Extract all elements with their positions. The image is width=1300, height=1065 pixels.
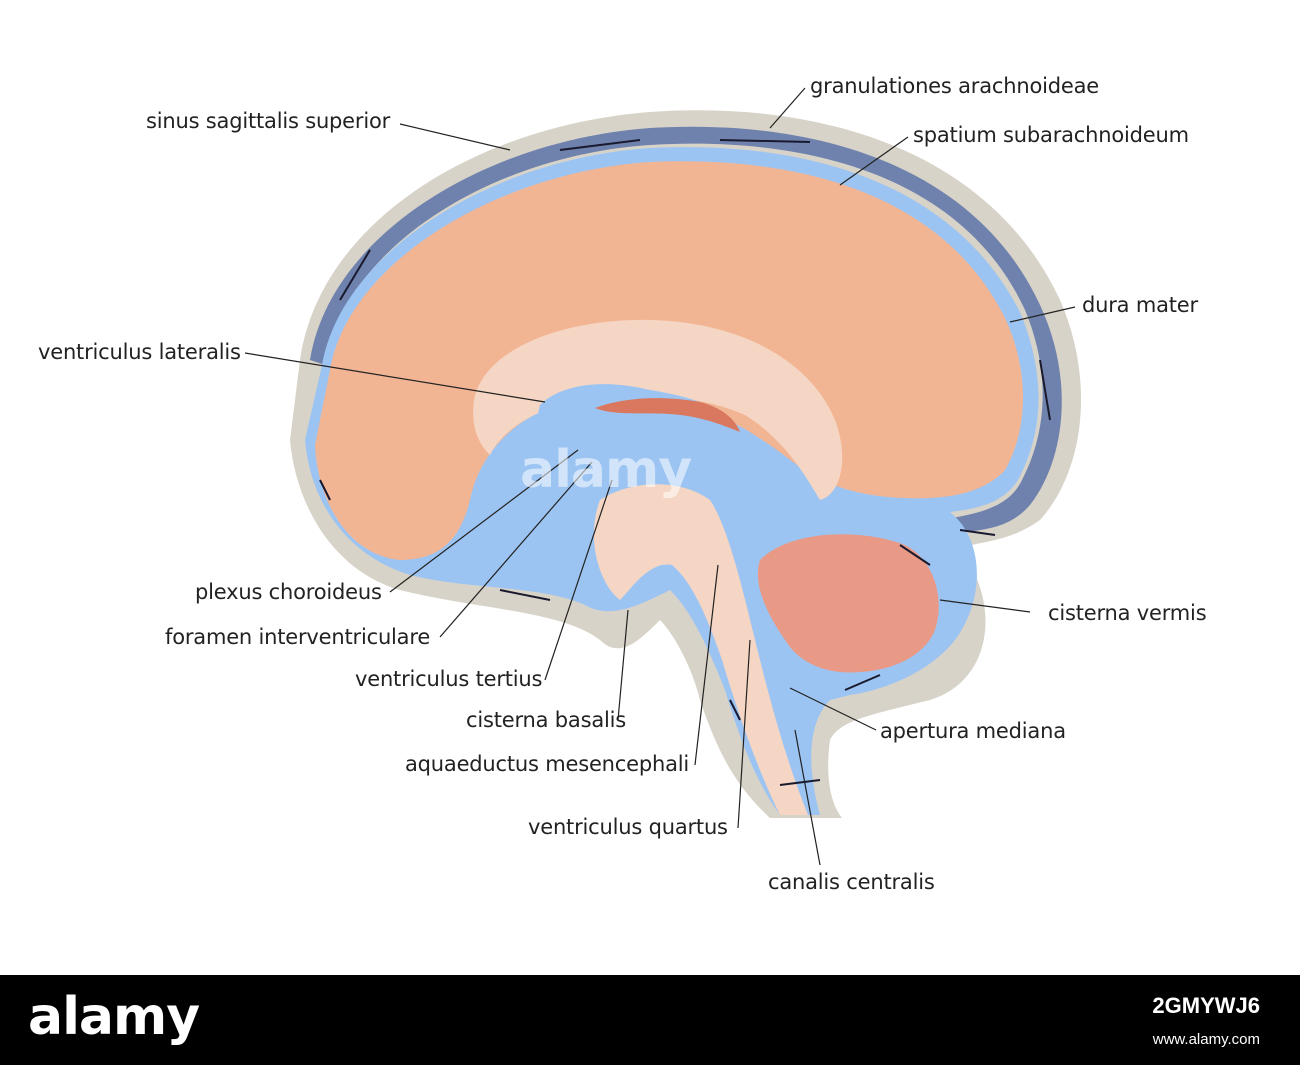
label-aquaeductus-mesencephali: aquaeductus mesencephali (405, 752, 690, 776)
brain-illustration (244, 87, 1082, 866)
choroid-plexus (595, 398, 740, 432)
label-spatium-subarachnoideum: spatium subarachnoideum (913, 123, 1189, 147)
cerebellum (757, 534, 939, 673)
label-apertura-mediana: apertura mediana (880, 719, 1066, 743)
brainstem (593, 484, 808, 815)
label-granulationes-arachnoideae: granulationes arachnoideae (810, 74, 1099, 98)
leader-lines (244, 87, 1076, 866)
footer-meta: 2GMYWJ6 www.alamy.com (1152, 989, 1260, 1057)
watermark: alamy (520, 440, 692, 500)
label-cisterna-vermis: cisterna vermis (1048, 601, 1207, 625)
label-dura-mater: dura mater (1082, 293, 1198, 317)
footer-image-id: 2GMYWJ6 (1152, 993, 1260, 1018)
diagram-stage: alamy sinus sagittalis superior granulat… (38, 74, 1207, 894)
label-canalis-centralis: canalis centralis (768, 870, 935, 894)
footer-site: www.alamy.com (1152, 1031, 1260, 1048)
label-sinus-sagittalis-superior: sinus sagittalis superior (146, 109, 391, 133)
csf-flow-arrows (319, 139, 1051, 786)
label-ventriculus-lateralis: ventriculus lateralis (38, 340, 241, 364)
stock-footer: alamy 2GMYWJ6 www.alamy.com (0, 975, 1300, 1065)
label-ventriculus-quartus: ventriculus quartus (528, 815, 728, 839)
footer-logo: alamy (28, 987, 200, 1047)
lateral-ventricle (538, 384, 790, 511)
corpus-callosum (473, 319, 843, 500)
label-foramen-interventriculare: foramen interventriculare (165, 625, 431, 649)
label-cisterna-basalis: cisterna basalis (466, 708, 627, 732)
label-ventriculus-tertius: ventriculus tertius (355, 667, 543, 691)
label-plexus-choroideus: plexus choroideus (195, 580, 382, 604)
